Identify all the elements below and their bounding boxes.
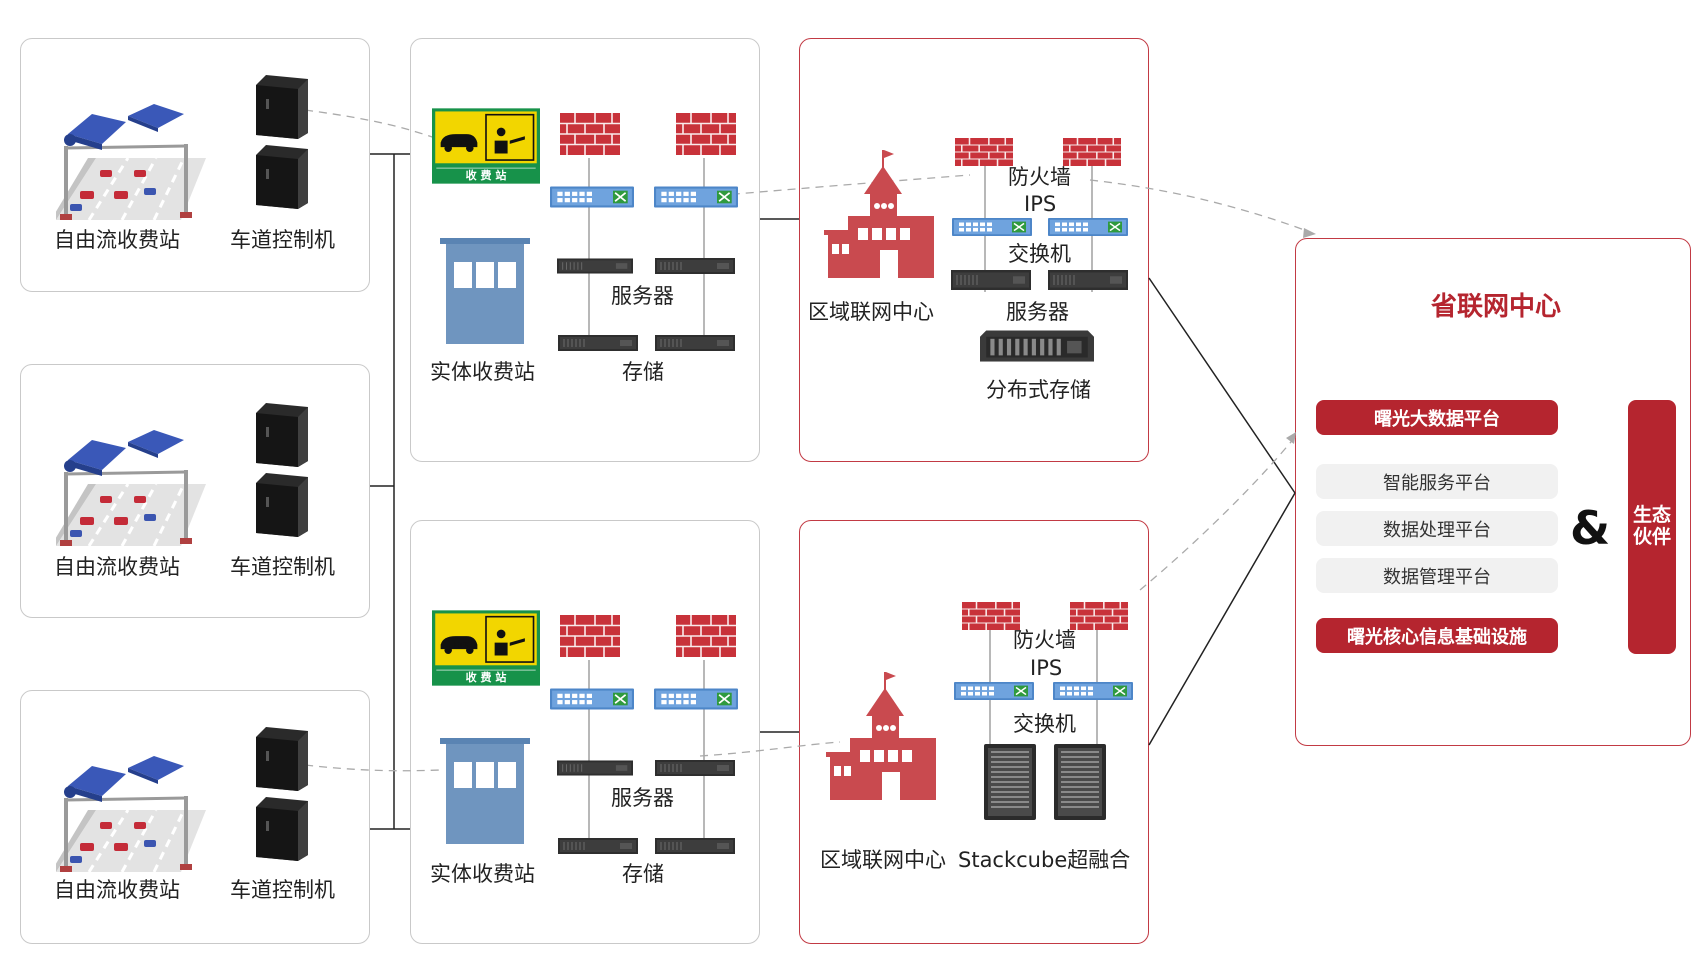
switch-icon xyxy=(654,688,738,710)
server-icon xyxy=(654,258,736,274)
firewall-label: 防火墙 xyxy=(1013,628,1076,652)
lane-controller-icon xyxy=(252,796,308,862)
storage-icon xyxy=(654,335,736,351)
firewall-icon xyxy=(962,602,1020,630)
server-label: 服务器 xyxy=(1006,300,1069,324)
storage-label: 存储 xyxy=(622,360,664,384)
regional-building-icon xyxy=(826,672,936,802)
storage-icon xyxy=(654,838,736,854)
storage-icon xyxy=(557,335,639,351)
freeflow-toll-icon xyxy=(56,422,206,552)
lane-controller-icon xyxy=(252,472,308,538)
ips-label: IPS xyxy=(1024,192,1057,216)
regional-center-card-bottom xyxy=(799,520,1149,944)
bigdata-platform-pill: 曙光大数据平台 xyxy=(1316,400,1558,435)
switch-icon xyxy=(1048,218,1128,236)
platform-item-smart-service: 智能服务平台 xyxy=(1316,464,1558,499)
ampersand-symbol: & xyxy=(1570,501,1611,555)
server-icon xyxy=(654,760,736,776)
provincial-center-title: 省联网中心 xyxy=(1430,292,1561,322)
firewall-icon xyxy=(955,138,1013,166)
booth-icon xyxy=(440,234,530,344)
firewall-icon xyxy=(676,614,736,658)
firewall-icon xyxy=(676,112,736,156)
ips-label: IPS xyxy=(1030,656,1063,680)
lane-controller-icon xyxy=(252,144,308,210)
toll-site-card-2 xyxy=(410,520,760,944)
storage-label: 存储 xyxy=(622,862,664,886)
etc-text: ETC xyxy=(454,641,469,649)
server-icon xyxy=(951,270,1031,290)
regional-center-label: 区域联网中心 xyxy=(808,300,934,324)
regional-center-label: 区域联网中心 xyxy=(820,848,946,872)
eco-partner-line-2: 伙伴 xyxy=(1632,526,1671,548)
etc-sign-text: 收 费 站 xyxy=(465,169,507,182)
server-label: 服务器 xyxy=(611,786,674,810)
switch-icon xyxy=(952,218,1032,236)
distributed-storage-icon xyxy=(980,326,1094,362)
freeflow-toll-icon xyxy=(56,748,206,878)
storage-icon xyxy=(557,838,639,854)
core-infrastructure-pill: 曙光核心信息基础设施 xyxy=(1316,618,1558,653)
hci-rack-icon xyxy=(1054,744,1106,820)
lane-controller-icon xyxy=(252,726,308,792)
switch-icon xyxy=(1053,682,1133,700)
hci-label: Stackcube超融合 xyxy=(958,848,1131,872)
etc-sign-text: 收 费 站 xyxy=(465,671,507,684)
switch-icon xyxy=(954,682,1034,700)
etc-sign: ETC 收 费 站 xyxy=(432,610,540,686)
freeflow-toll-icon xyxy=(56,96,206,226)
distributed-storage-label: 分布式存储 xyxy=(986,378,1091,402)
booth-icon xyxy=(440,734,530,844)
lane-controller-label: 车道控制机 xyxy=(230,555,335,579)
lane-controller-label: 车道控制机 xyxy=(230,228,335,252)
etc-sign: ETC 收 费 站 xyxy=(432,108,540,184)
lane-controller-icon xyxy=(252,402,308,468)
etc-text: ETC xyxy=(454,139,469,147)
eco-partner-line-1: 生态 xyxy=(1632,504,1671,527)
regional-building-icon xyxy=(824,150,934,280)
switch-icon xyxy=(654,186,738,208)
firewall-icon xyxy=(560,112,620,156)
firewall-icon xyxy=(1070,602,1128,630)
switch-icon xyxy=(550,688,634,710)
server-icon xyxy=(557,760,633,776)
platform-item-data-management: 数据管理平台 xyxy=(1316,558,1558,593)
freeflow-station-label: 自由流收费站 xyxy=(54,555,180,579)
firewall-icon xyxy=(1063,138,1121,166)
freeflow-station-label: 自由流收费站 xyxy=(54,228,180,252)
freeflow-station-label: 自由流收费站 xyxy=(54,878,180,902)
lane-controller-icon xyxy=(252,74,308,140)
switch-icon xyxy=(550,186,634,208)
switch-label: 交换机 xyxy=(1013,712,1076,736)
physical-station-label: 实体收费站 xyxy=(430,360,535,384)
firewall-icon xyxy=(560,614,620,658)
physical-station-label: 实体收费站 xyxy=(430,862,535,886)
server-icon xyxy=(1048,270,1128,290)
server-label: 服务器 xyxy=(611,284,674,308)
platform-item-data-processing: 数据处理平台 xyxy=(1316,511,1558,546)
firewall-label: 防火墙 xyxy=(1008,165,1071,189)
eco-partner-bar: 生态 伙伴 xyxy=(1628,400,1676,654)
hci-rack-icon xyxy=(984,744,1036,820)
lane-controller-label: 车道控制机 xyxy=(230,878,335,902)
switch-label: 交换机 xyxy=(1008,242,1071,266)
server-icon xyxy=(557,258,633,274)
